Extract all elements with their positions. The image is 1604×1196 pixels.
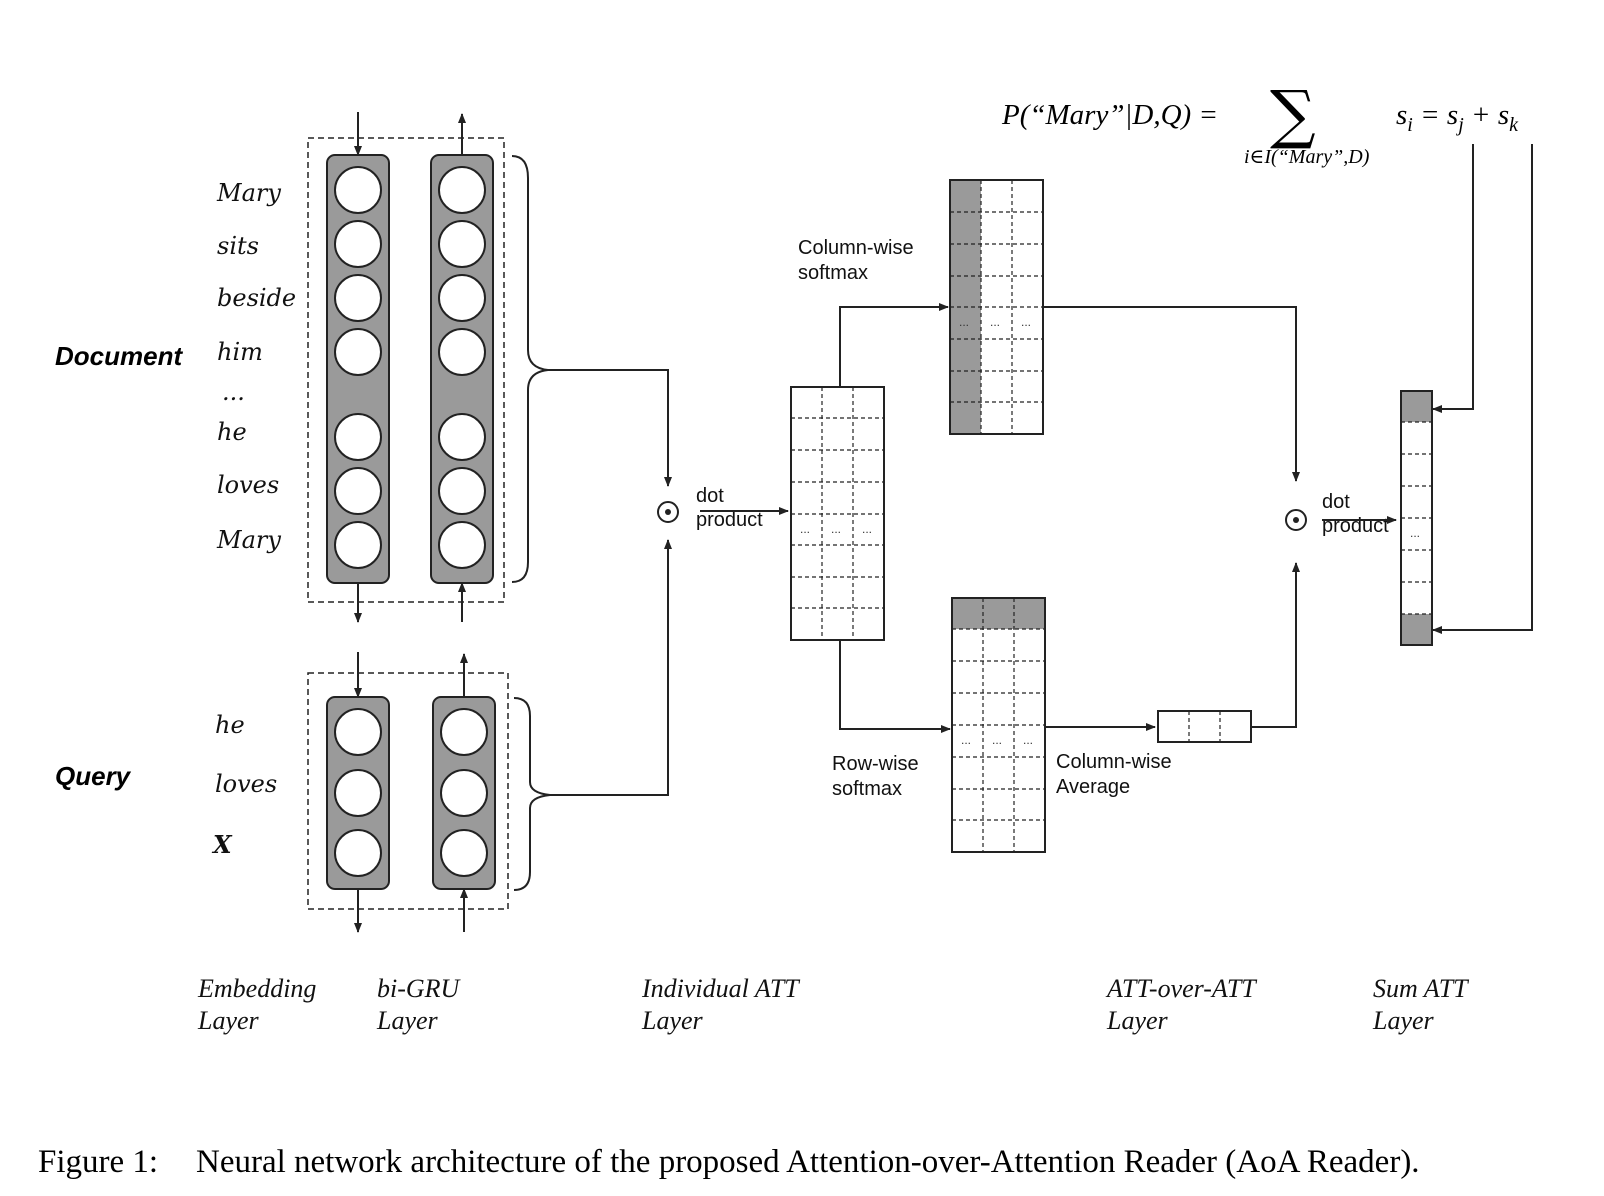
document-words: Mary sits beside him ... he loves Mary xyxy=(216,179,296,554)
svg-text:...: ... xyxy=(1021,315,1031,329)
row-softmax-label-line1: Row-wise xyxy=(832,753,919,775)
query-backward-units xyxy=(440,708,488,877)
layer-label-sum-att-line1: Sum ATT xyxy=(1373,974,1469,1003)
svg-text:...: ... xyxy=(800,522,810,536)
document-forward-units xyxy=(334,166,382,569)
query-word-x: X xyxy=(211,830,233,859)
layer-label-individual-att-line2: Layer xyxy=(641,1006,704,1035)
layer-label-att-over-att-line2: Layer xyxy=(1106,1006,1169,1035)
layer-label-embedding-line2: Layer xyxy=(197,1006,260,1035)
doc-word-mary-1: Mary xyxy=(216,179,281,207)
column-softmax-label-line1: Column-wise xyxy=(798,237,914,259)
sum-att-vector: ... xyxy=(1400,390,1433,646)
dot-product-label-2-line1: dot xyxy=(1322,491,1350,513)
column-average-vector xyxy=(1157,710,1252,743)
formula-sigma: ∑ xyxy=(1270,78,1316,152)
doc-word-loves: loves xyxy=(217,471,279,499)
query-forward-units xyxy=(334,708,382,877)
row-softmax-label-line2: softmax xyxy=(832,778,902,800)
formula: P(“Mary”|D,Q) = ∑ i∈I(“Mary”,D) si = sj … xyxy=(1001,78,1519,168)
doc-word-beside: beside xyxy=(217,284,296,312)
column-softmax-matrix: ... ... ... xyxy=(949,179,1044,435)
svg-text:...: ... xyxy=(862,522,872,536)
document-section-label: Document xyxy=(55,341,183,371)
svg-text:...: ... xyxy=(990,315,1000,329)
doc-word-he: he xyxy=(217,418,247,446)
column-average-label-line1: Column-wise xyxy=(1056,751,1172,773)
svg-text:...: ... xyxy=(959,315,969,329)
matrix-to-rowsoftmax-arrow xyxy=(839,640,951,733)
dot-product-symbol-1 xyxy=(657,501,679,523)
formula-lhs: P(“Mary”|D,Q) = xyxy=(1001,99,1218,131)
query-dashed-box xyxy=(307,672,509,910)
query-brace xyxy=(513,697,551,891)
dot-product-label-2-line2: product xyxy=(1322,515,1389,537)
layer-label-sum-att-line2: Layer xyxy=(1372,1006,1435,1035)
layer-label-embedding-line1: Embedding xyxy=(197,974,316,1003)
formula-rhs: si = sj + sk xyxy=(1396,99,1519,136)
query-bigru-block xyxy=(307,652,551,933)
dot-product-label-1-line1: dot xyxy=(696,485,724,507)
colsoftmax-to-dot-arrow xyxy=(1043,306,1300,482)
layer-labels: Embedding Layer bi-GRU Layer Individual … xyxy=(197,974,1469,1035)
doc-word-him: him xyxy=(217,338,263,366)
matrix-to-colsoftmax-arrow xyxy=(839,303,949,387)
row-softmax-matrix: ... ... ... xyxy=(951,597,1046,853)
sj-to-sumatt-arrow xyxy=(1432,144,1474,413)
query-word-loves: loves xyxy=(215,770,277,798)
dot-product-label-1-line2: product xyxy=(696,509,763,531)
query-words: he loves X xyxy=(211,711,277,859)
document-backward-units xyxy=(438,166,486,569)
caption-text: Neural network architecture of the propo… xyxy=(196,1144,1420,1180)
layer-label-individual-att-line1: Individual ATT xyxy=(641,974,800,1003)
query-word-he: he xyxy=(215,711,245,739)
individual-att-matrix: ... ... ... xyxy=(790,386,885,641)
column-average-label-line2: Average xyxy=(1056,776,1130,798)
doc-word-sits: sits xyxy=(217,232,259,260)
sk-to-sumatt-arrow xyxy=(1432,144,1533,634)
query-to-dot-arrow xyxy=(550,539,672,796)
doc-word-ellipsis: ... xyxy=(222,378,245,406)
svg-text:...: ... xyxy=(961,733,971,747)
caption-label: Figure 1: xyxy=(38,1144,158,1180)
svg-text:...: ... xyxy=(1023,733,1033,747)
query-section-label: Query xyxy=(55,761,132,791)
layer-label-att-over-att-line1: ATT-over-ATT xyxy=(1105,974,1257,1003)
layer-label-bigru-line1: bi-GRU xyxy=(377,974,462,1003)
document-brace xyxy=(511,155,549,583)
figure-caption: Figure 1: Neural network architecture of… xyxy=(38,1144,1420,1180)
svg-text:...: ... xyxy=(1410,526,1420,540)
document-bigru-block xyxy=(307,112,549,623)
document-to-dot-arrow xyxy=(548,369,672,487)
layer-label-bigru-line2: Layer xyxy=(376,1006,439,1035)
svg-text:...: ... xyxy=(992,733,1002,747)
average-to-dot-arrow xyxy=(1251,562,1300,728)
formula-sum-subscript: i∈I(“Mary”,D) xyxy=(1244,146,1370,168)
doc-word-mary-2: Mary xyxy=(216,526,281,554)
svg-text:...: ... xyxy=(831,522,841,536)
column-softmax-label-line2: softmax xyxy=(798,262,868,284)
dot-product-symbol-2 xyxy=(1285,509,1307,531)
